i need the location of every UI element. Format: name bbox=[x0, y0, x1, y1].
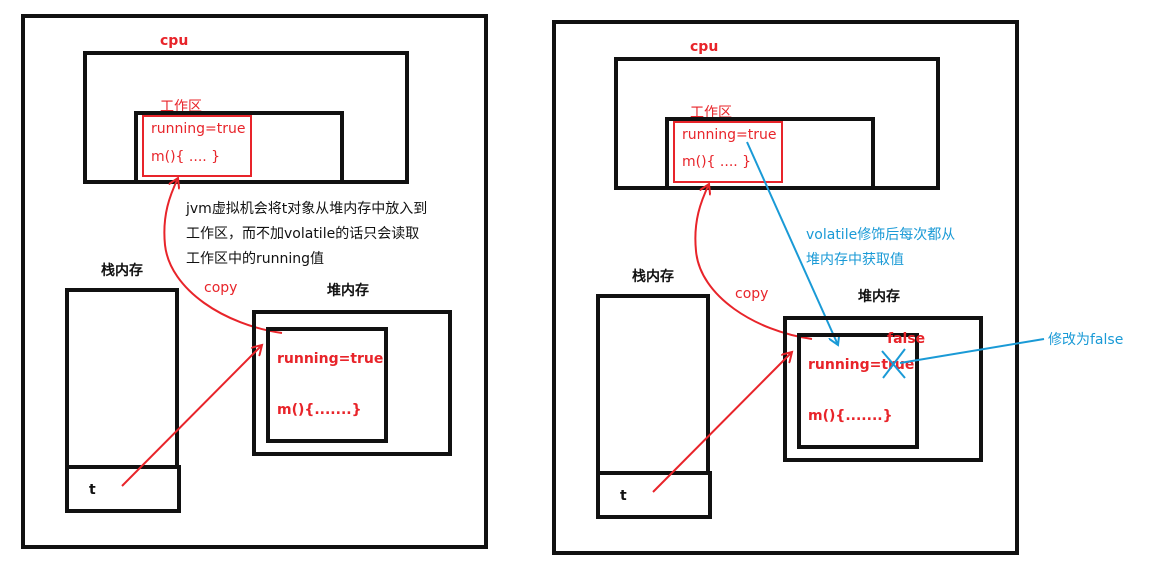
left-copy-label: copy bbox=[204, 280, 237, 296]
left-copy-arrow bbox=[163, 178, 283, 334]
right-heap-box bbox=[783, 316, 983, 462]
right-heap-line1: running=true bbox=[808, 357, 914, 373]
right-volatile-note-line2: 堆内存中获取值 bbox=[806, 252, 904, 268]
right-volatile-arrow bbox=[746, 141, 838, 345]
left-cpu-label: cpu bbox=[160, 33, 188, 49]
right-work-area-box bbox=[665, 117, 875, 190]
left-note-line3: 工作区中的running值 bbox=[186, 251, 324, 267]
left-cpu-box bbox=[83, 51, 409, 184]
right-object-box bbox=[797, 333, 919, 449]
left-heap-label: 堆内存 bbox=[327, 282, 369, 299]
right-cpu-box bbox=[614, 57, 940, 190]
right-false-label: false bbox=[887, 331, 925, 347]
left-note-line1: jvm虚拟机会将t对象从堆内存中放入到 bbox=[185, 201, 427, 217]
right-modify-label: 修改为false bbox=[1048, 332, 1123, 348]
left-outer-frame bbox=[21, 14, 488, 549]
right-heap-label: 堆内存 bbox=[858, 288, 900, 305]
right-stack-t-box bbox=[596, 471, 712, 519]
left-stack-label: 栈内存 bbox=[101, 262, 143, 279]
left-stack-box bbox=[65, 288, 179, 469]
left-heap-box bbox=[252, 310, 452, 456]
right-outer-frame bbox=[552, 20, 1019, 555]
left-work-line2: m(){ .... } bbox=[151, 149, 220, 165]
left-object-box bbox=[266, 327, 388, 443]
right-volatile-note-line1: volatile修饰后每次都从 bbox=[806, 227, 955, 243]
left-panel: cpu 工作区 running=true m(){ .... } jvm虚拟机会… bbox=[21, 14, 488, 549]
left-note-line2: 工作区，而不加volatile的话只会读取 bbox=[186, 225, 419, 242]
right-stack-box bbox=[596, 294, 710, 475]
right-copy-label: copy bbox=[735, 286, 768, 302]
right-cpu-label: cpu bbox=[690, 39, 718, 55]
right-t-label: t bbox=[620, 488, 627, 504]
right-work-area-highlight bbox=[673, 121, 783, 183]
left-reference-arrow bbox=[121, 345, 262, 487]
right-copy-arrow bbox=[694, 184, 813, 340]
left-heap-line1: running=true bbox=[277, 351, 383, 367]
right-panel: cpu 工作区 running=true m(){ .... } volatil… bbox=[552, 20, 1123, 555]
right-stack-label: 栈内存 bbox=[632, 268, 674, 285]
left-work-area-box bbox=[134, 111, 344, 184]
right-modify-line bbox=[899, 338, 1045, 364]
left-work-line1: running=true bbox=[151, 121, 246, 137]
left-heap-line2: m(){.......} bbox=[277, 402, 362, 418]
right-strike-cross bbox=[881, 348, 906, 379]
right-reference-arrow bbox=[652, 352, 792, 493]
left-work-area-highlight bbox=[142, 115, 252, 177]
right-heap-line2: m(){.......} bbox=[808, 408, 893, 424]
left-stack-t-box bbox=[65, 465, 181, 513]
right-work-line2: m(){ .... } bbox=[682, 154, 751, 170]
left-t-label: t bbox=[89, 482, 96, 498]
right-work-line1: running=true bbox=[682, 127, 777, 143]
